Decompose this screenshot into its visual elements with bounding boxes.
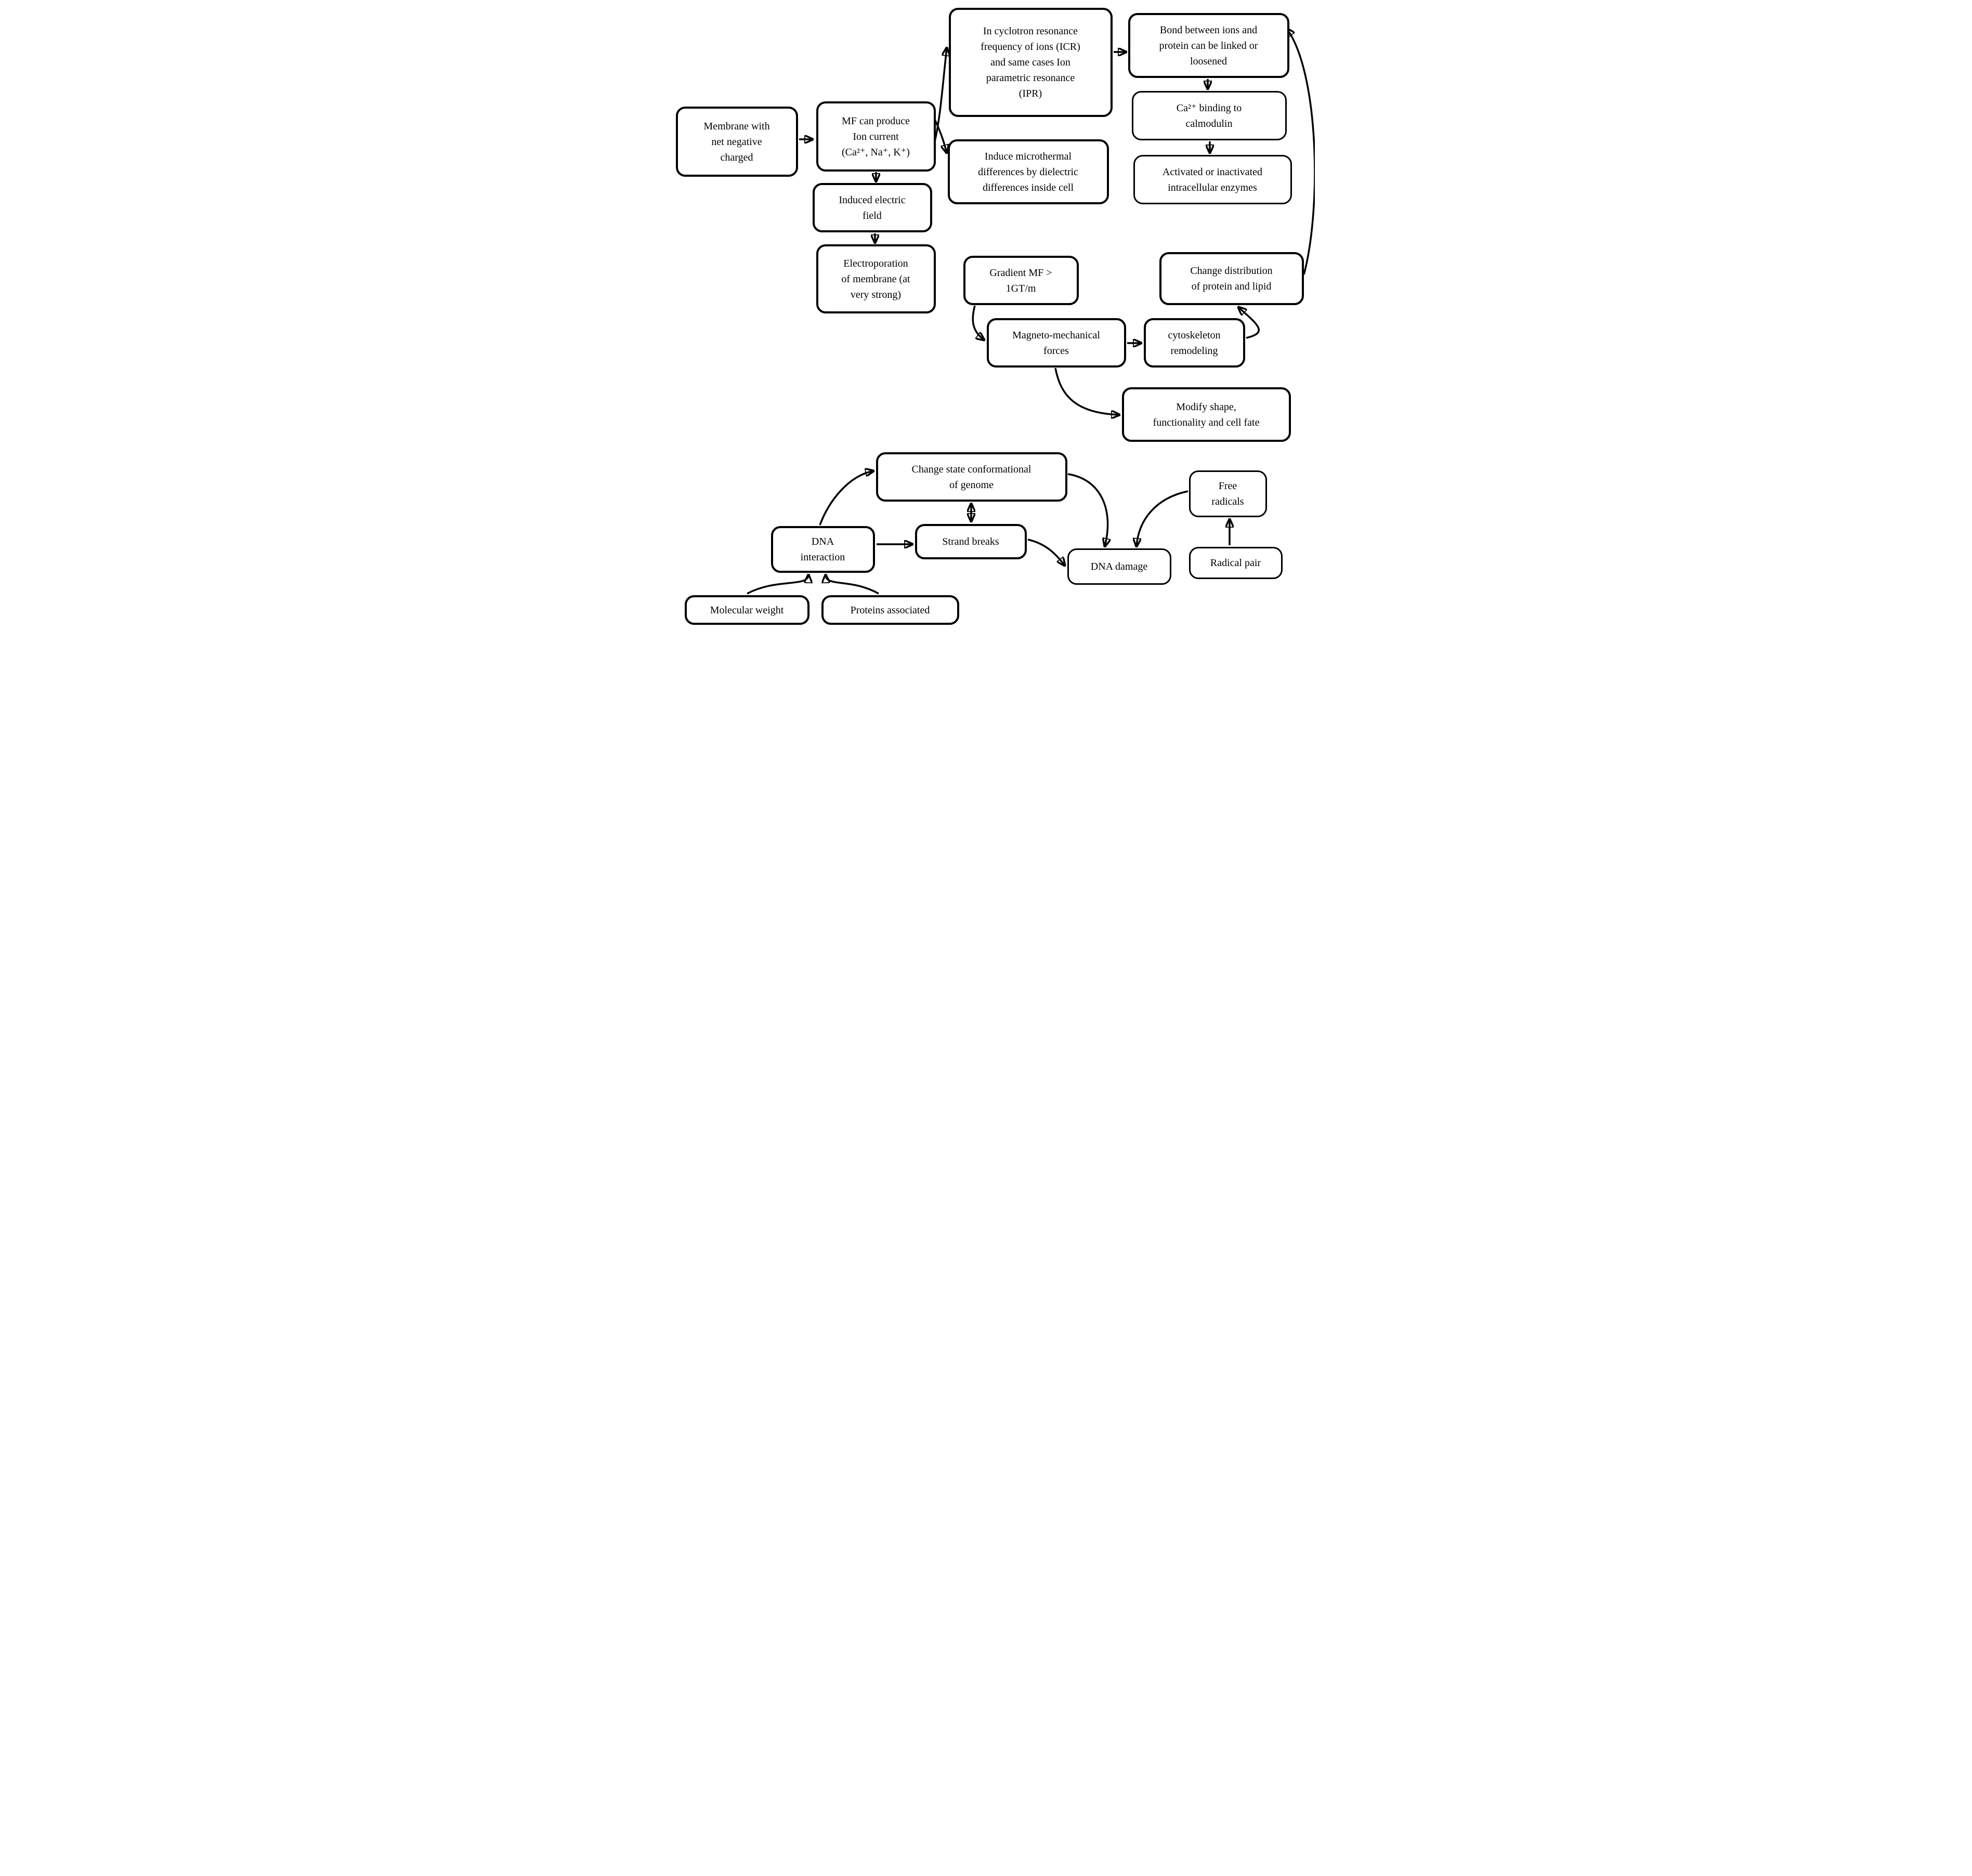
arrow-distribution-to-bond <box>1287 29 1315 275</box>
node-membrane: Membrane with net negative charged <box>675 107 798 177</box>
arrow-free-radicals-to-dna-damage <box>1137 490 1188 546</box>
node-proteins-associated: Proteins associated <box>821 595 959 625</box>
node-magneto-mechanical-forces: Magneto-mechanical forces <box>986 318 1126 368</box>
node-change-distribution: Change distribution of protein and lipid <box>1159 252 1304 305</box>
node-electroporation: Electroporation of membrane (at very str… <box>816 244 936 313</box>
arrow-cytoskeleton-to-distribution <box>1238 307 1260 339</box>
node-strand-breaks: Strand breaks <box>915 524 1027 559</box>
node-gradient-mf: Gradient MF > 1GT/m <box>963 256 1079 305</box>
node-mf-ion-current: MF can produce Ion current (Ca²⁺, Na⁺, K… <box>816 101 936 172</box>
arrow-dna-interaction-to-genome <box>818 471 873 526</box>
arrow-molecular-weight-to-dna-interaction <box>746 575 808 595</box>
node-ca-binding: Ca²⁺ binding to calmodulin <box>1131 91 1287 140</box>
node-molecular-weight: Molecular weight <box>684 595 809 625</box>
arrow-proteins-to-dna-interaction <box>826 575 879 595</box>
node-cytoskeleton-remodeling: cytoskeleton remodeling <box>1143 318 1245 368</box>
arrow-gradient-to-magneto <box>971 305 984 340</box>
node-intracellular-enzymes: Activated or inactivated intracellular e… <box>1133 155 1292 204</box>
arrow-mf-to-microthermal <box>933 119 947 153</box>
node-free-radicals: Free radicals <box>1189 470 1267 517</box>
arrow-genome-to-dna-damage <box>1067 473 1108 546</box>
arrow-mf-to-icr <box>933 48 947 142</box>
node-icr-ipr: In cyclotron resonance frequency of ions… <box>948 8 1113 117</box>
node-microthermal: Induce microthermal differences by diele… <box>947 139 1109 204</box>
node-bond-ions-protein: Bond between ions and protein can be lin… <box>1128 13 1289 78</box>
arrow-layer <box>746 0 1315 595</box>
node-modify-shape: Modify shape, functionality and cell fat… <box>1121 387 1291 442</box>
arrow-strand-to-dna-damage <box>1027 539 1065 566</box>
node-induced-electric-field: Induced electric field <box>812 183 932 232</box>
node-radical-pair: Radical pair <box>1189 547 1283 579</box>
node-dna-damage: DNA damage <box>1067 548 1171 585</box>
node-dna-interaction: DNA interaction <box>770 526 875 573</box>
flowchart-canvas: Membrane with net negative charged MF ca… <box>657 0 1315 625</box>
arrow-magneto-to-modify <box>1054 368 1119 415</box>
node-genome-conformation: Change state conformational of genome <box>876 452 1067 502</box>
